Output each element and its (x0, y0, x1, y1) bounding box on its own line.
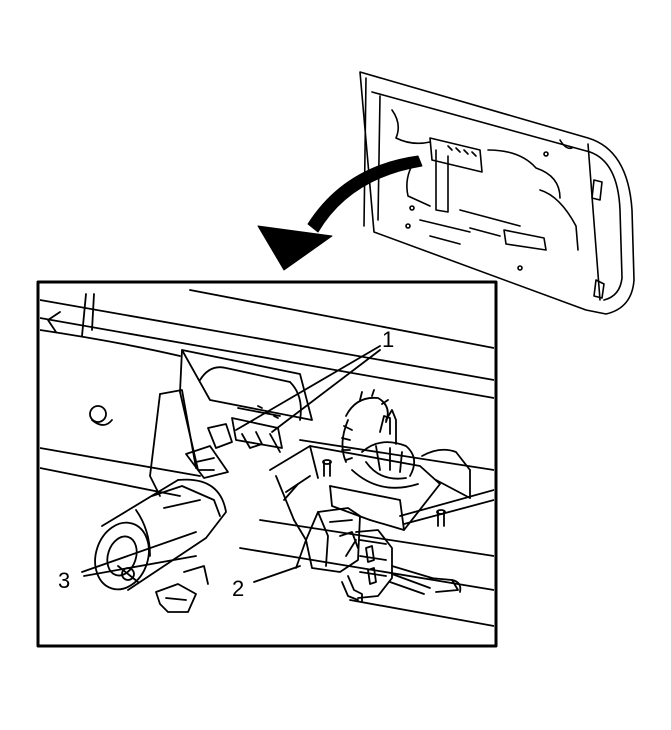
detail-drawing (40, 289, 494, 627)
curved-arrow-icon (257, 155, 423, 271)
leader-3a (81, 531, 197, 573)
leader-2 (253, 565, 301, 583)
leader-1b (271, 349, 381, 433)
callout-2-label: 2 (232, 576, 245, 601)
door-overview (359, 71, 635, 315)
leader-lines (81, 345, 381, 583)
callout-3-label: 3 (58, 568, 71, 593)
callout-1-label: 1 (382, 327, 395, 352)
detail-frame (36, 280, 498, 648)
leader-3b (83, 555, 197, 577)
door-outline (359, 71, 635, 315)
leader-1a (235, 345, 381, 431)
